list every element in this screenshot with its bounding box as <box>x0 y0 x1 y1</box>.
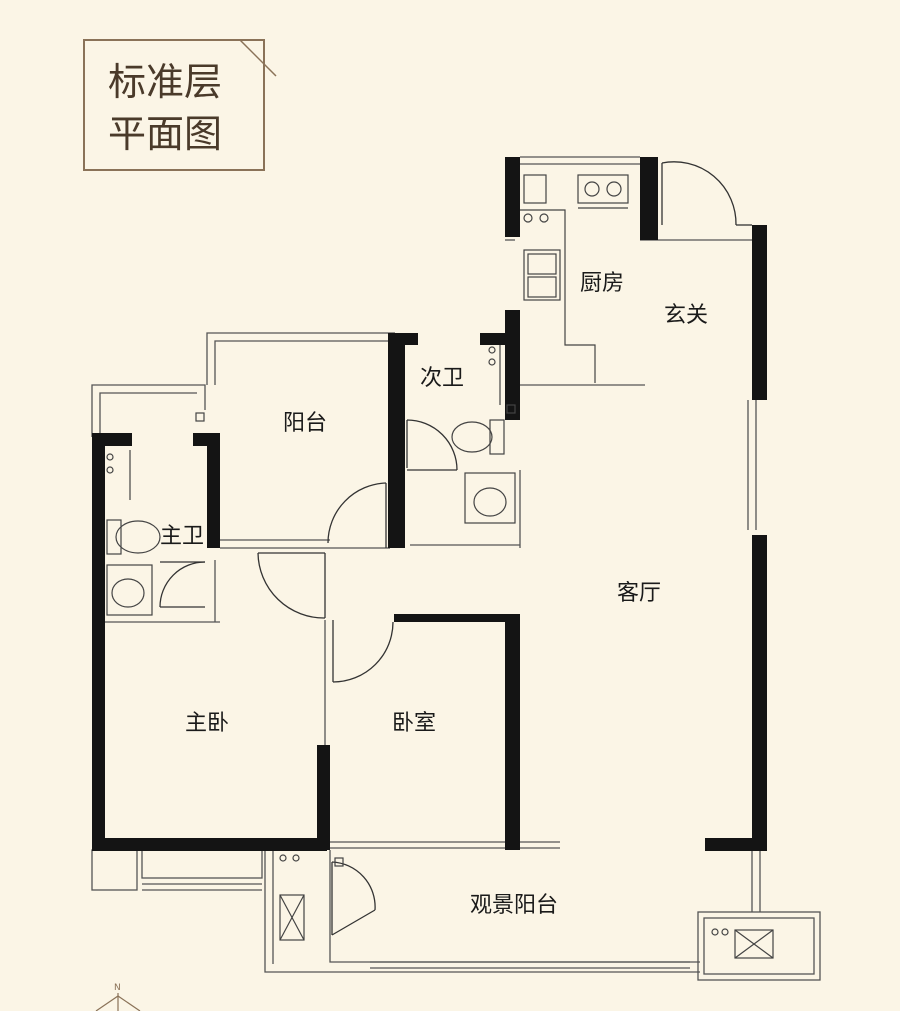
room-label-master-bedroom: 主卧 <box>185 711 229 736</box>
room-label-living-room: 客厅 <box>617 581 661 606</box>
basin-icon <box>464 472 516 524</box>
thin-outlines <box>91 156 821 981</box>
title-frame: 标准层 平面图 <box>83 39 277 171</box>
compass-north-label: N <box>114 983 121 993</box>
room-labels: 厨房 玄关 次卫 阳台 主卫 客厅 主卧 卧室 观景阳台 <box>160 271 708 918</box>
door-swings <box>159 161 752 936</box>
title-line-1: 标准层 <box>108 60 222 104</box>
washer-icon <box>279 894 305 941</box>
walls <box>92 157 767 851</box>
fixtures <box>106 174 774 959</box>
room-label-entrance: 玄关 <box>664 303 708 328</box>
stove-icon <box>577 174 629 209</box>
title-line-2: 平面图 <box>108 112 222 156</box>
room-label-view-balcony: 观景阳台 <box>470 893 558 918</box>
room-label-bedroom: 卧室 <box>392 711 436 736</box>
kitchen-sink-icon <box>523 249 561 301</box>
kitchen-counter <box>520 209 596 383</box>
toilet-icon <box>451 419 505 455</box>
ac-unit-icon <box>734 929 774 959</box>
basin-icon <box>106 564 153 616</box>
room-label-balcony: 阳台 <box>283 411 327 436</box>
compass-icon: N <box>95 983 141 1011</box>
toilet-icon <box>106 519 161 555</box>
room-label-kitchen: 厨房 <box>580 271 624 296</box>
room-label-second-bath: 次卫 <box>420 366 464 391</box>
room-label-master-bath: 主卫 <box>160 524 204 549</box>
